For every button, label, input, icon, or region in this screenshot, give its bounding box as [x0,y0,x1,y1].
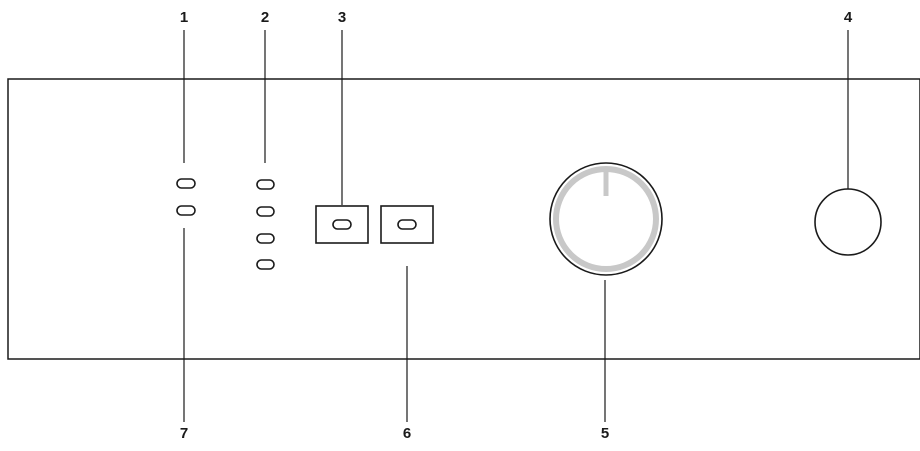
indicator-lamp-2b [256,206,275,217]
program-dial-ring [553,166,659,272]
callout-1: 1 [179,9,189,26]
indicator-lamp-1b [176,205,196,216]
callout-4: 4 [843,9,853,26]
callout-5: 5 [600,425,610,442]
indicator-lamp-1a [176,178,196,189]
indicator-lamp-2c [256,233,275,244]
callout-7: 7 [179,425,189,442]
indicator-lamp-2a [256,179,275,190]
indicator-lamp-2d [256,259,275,270]
callout-6: 6 [402,425,412,442]
push-button-6[interactable] [380,205,434,244]
round-knob-4[interactable] [814,188,882,256]
push-button-3-lamp [332,219,352,230]
callout-2: 2 [260,9,270,26]
program-dial[interactable] [549,162,663,276]
push-button-6-lamp [397,219,417,230]
control-panel [7,78,920,360]
push-button-3[interactable] [315,205,369,244]
callout-3: 3 [337,9,347,26]
